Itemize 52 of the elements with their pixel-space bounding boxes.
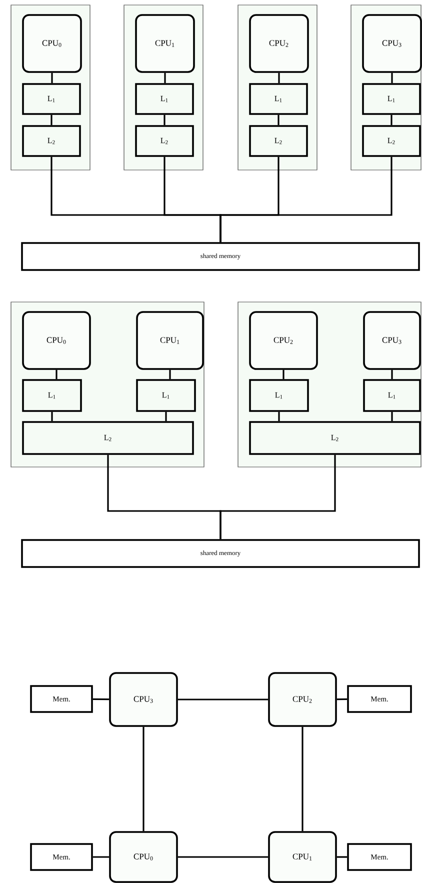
cpu-box: CPU$_{3}$ xyxy=(362,14,422,73)
cache-box: L$_{1}$ xyxy=(249,379,309,412)
connector-line xyxy=(51,412,53,422)
cpu-box: CPU$_{1}$ xyxy=(136,311,204,370)
cache-box: L$_{1}$ xyxy=(363,379,421,412)
connector-line xyxy=(220,156,392,242)
cache-box: L$_{1}$ xyxy=(249,83,308,115)
cpu-box: CPU$_{3}$ xyxy=(363,311,421,370)
cache-box: L$_{2}$ xyxy=(135,125,194,157)
connector-line xyxy=(92,856,110,858)
connector-line xyxy=(169,370,171,380)
cpu-box: CPU$_{2}$ xyxy=(249,14,309,73)
cpu-box: CPU$_{2}$ xyxy=(249,311,318,370)
connector-line xyxy=(178,698,268,700)
cpu-box: CPU$_{2}$ xyxy=(268,672,337,727)
connector-line xyxy=(92,698,110,700)
connector-line xyxy=(336,856,348,858)
connector-line xyxy=(164,72,166,84)
cache-box: L$_{1}$ xyxy=(362,83,421,115)
cpu-box: CPU$_{1}$ xyxy=(268,831,337,883)
connector-line xyxy=(56,370,58,380)
cache-box: L$_{2}$ xyxy=(22,421,194,455)
connector-line xyxy=(278,72,280,84)
connector-line xyxy=(50,114,52,126)
connector-line xyxy=(278,412,280,422)
connector-line xyxy=(390,114,392,126)
cache-box: L$_{1}$ xyxy=(136,379,196,412)
connector-line xyxy=(178,856,268,858)
connector-line xyxy=(336,698,348,700)
connector-line xyxy=(164,114,166,126)
cpu-box: CPU$_{1}$ xyxy=(135,14,195,73)
cpu-box: CPU$_{0}$ xyxy=(109,831,178,883)
connector-line xyxy=(51,72,53,84)
connector-line xyxy=(391,412,393,422)
cache-box: L$_{1}$ xyxy=(22,379,82,412)
cpu-box: CPU$_{3}$ xyxy=(109,672,178,727)
cache-box: L$_{2}$ xyxy=(249,421,421,455)
connector-line xyxy=(302,726,304,832)
cache-box: L$_{2}$ xyxy=(362,125,421,157)
connector-line xyxy=(278,114,280,126)
connector-line xyxy=(142,726,144,832)
connector-line xyxy=(165,412,167,422)
connector-line xyxy=(220,454,336,540)
cpu-box: CPU$_{0}$ xyxy=(22,311,91,370)
cache-box: L$_{1}$ xyxy=(135,83,194,115)
cache-box: L$_{2}$ xyxy=(22,125,81,157)
connector-line xyxy=(391,72,393,84)
connector-line xyxy=(282,370,284,380)
cache-box: L$_{1}$ xyxy=(22,83,81,115)
cpu-box: CPU$_{0}$ xyxy=(22,14,82,73)
connector-line xyxy=(391,370,393,380)
cache-box: L$_{2}$ xyxy=(249,125,308,157)
